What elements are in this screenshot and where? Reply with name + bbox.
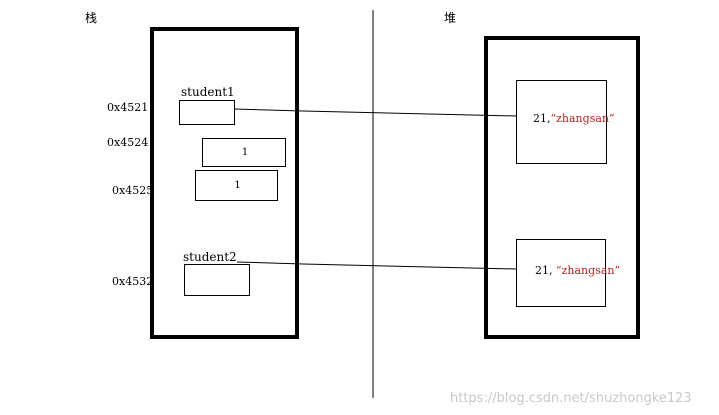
address-label: 0x4521 (107, 101, 149, 114)
object-field-age: 21, (533, 112, 551, 125)
reference-arrow-1 (233, 108, 518, 117)
watermark-text: https://blog.csdn.net/shuzhongke123 (450, 391, 692, 406)
value-cell-text: 1 (241, 147, 249, 158)
variable-name-student2: student2 (183, 250, 237, 264)
reference-cell-student1 (179, 100, 235, 125)
variable-name-student1: student1 (181, 85, 235, 99)
stack-title: 栈 (85, 11, 98, 25)
object-field-name: “zhangsan” (556, 264, 621, 277)
heap-object-2-text: 21, “zhangsan” (535, 265, 620, 276)
heap-object-1-text: 21,“zhangsan” (533, 113, 615, 124)
value-cell-text: 1 (234, 180, 241, 191)
heap-object-2 (516, 239, 606, 307)
address-label: 0x4532 (112, 275, 154, 288)
object-field-name: “zhangsan” (550, 112, 615, 125)
object-field-age: 21, (535, 264, 553, 277)
stack-frame (150, 27, 299, 339)
value-cell-2: 1 (195, 170, 278, 201)
reference-arrow-2 (236, 261, 518, 270)
address-label: 0x4525 (112, 184, 154, 197)
heap-object-1 (516, 80, 607, 164)
heap-frame (484, 36, 640, 339)
heap-title: 堆 (444, 11, 457, 25)
address-label: 0x4524 (107, 136, 149, 149)
value-cell-1: 1 (202, 138, 286, 167)
reference-cell-student2 (184, 264, 250, 296)
